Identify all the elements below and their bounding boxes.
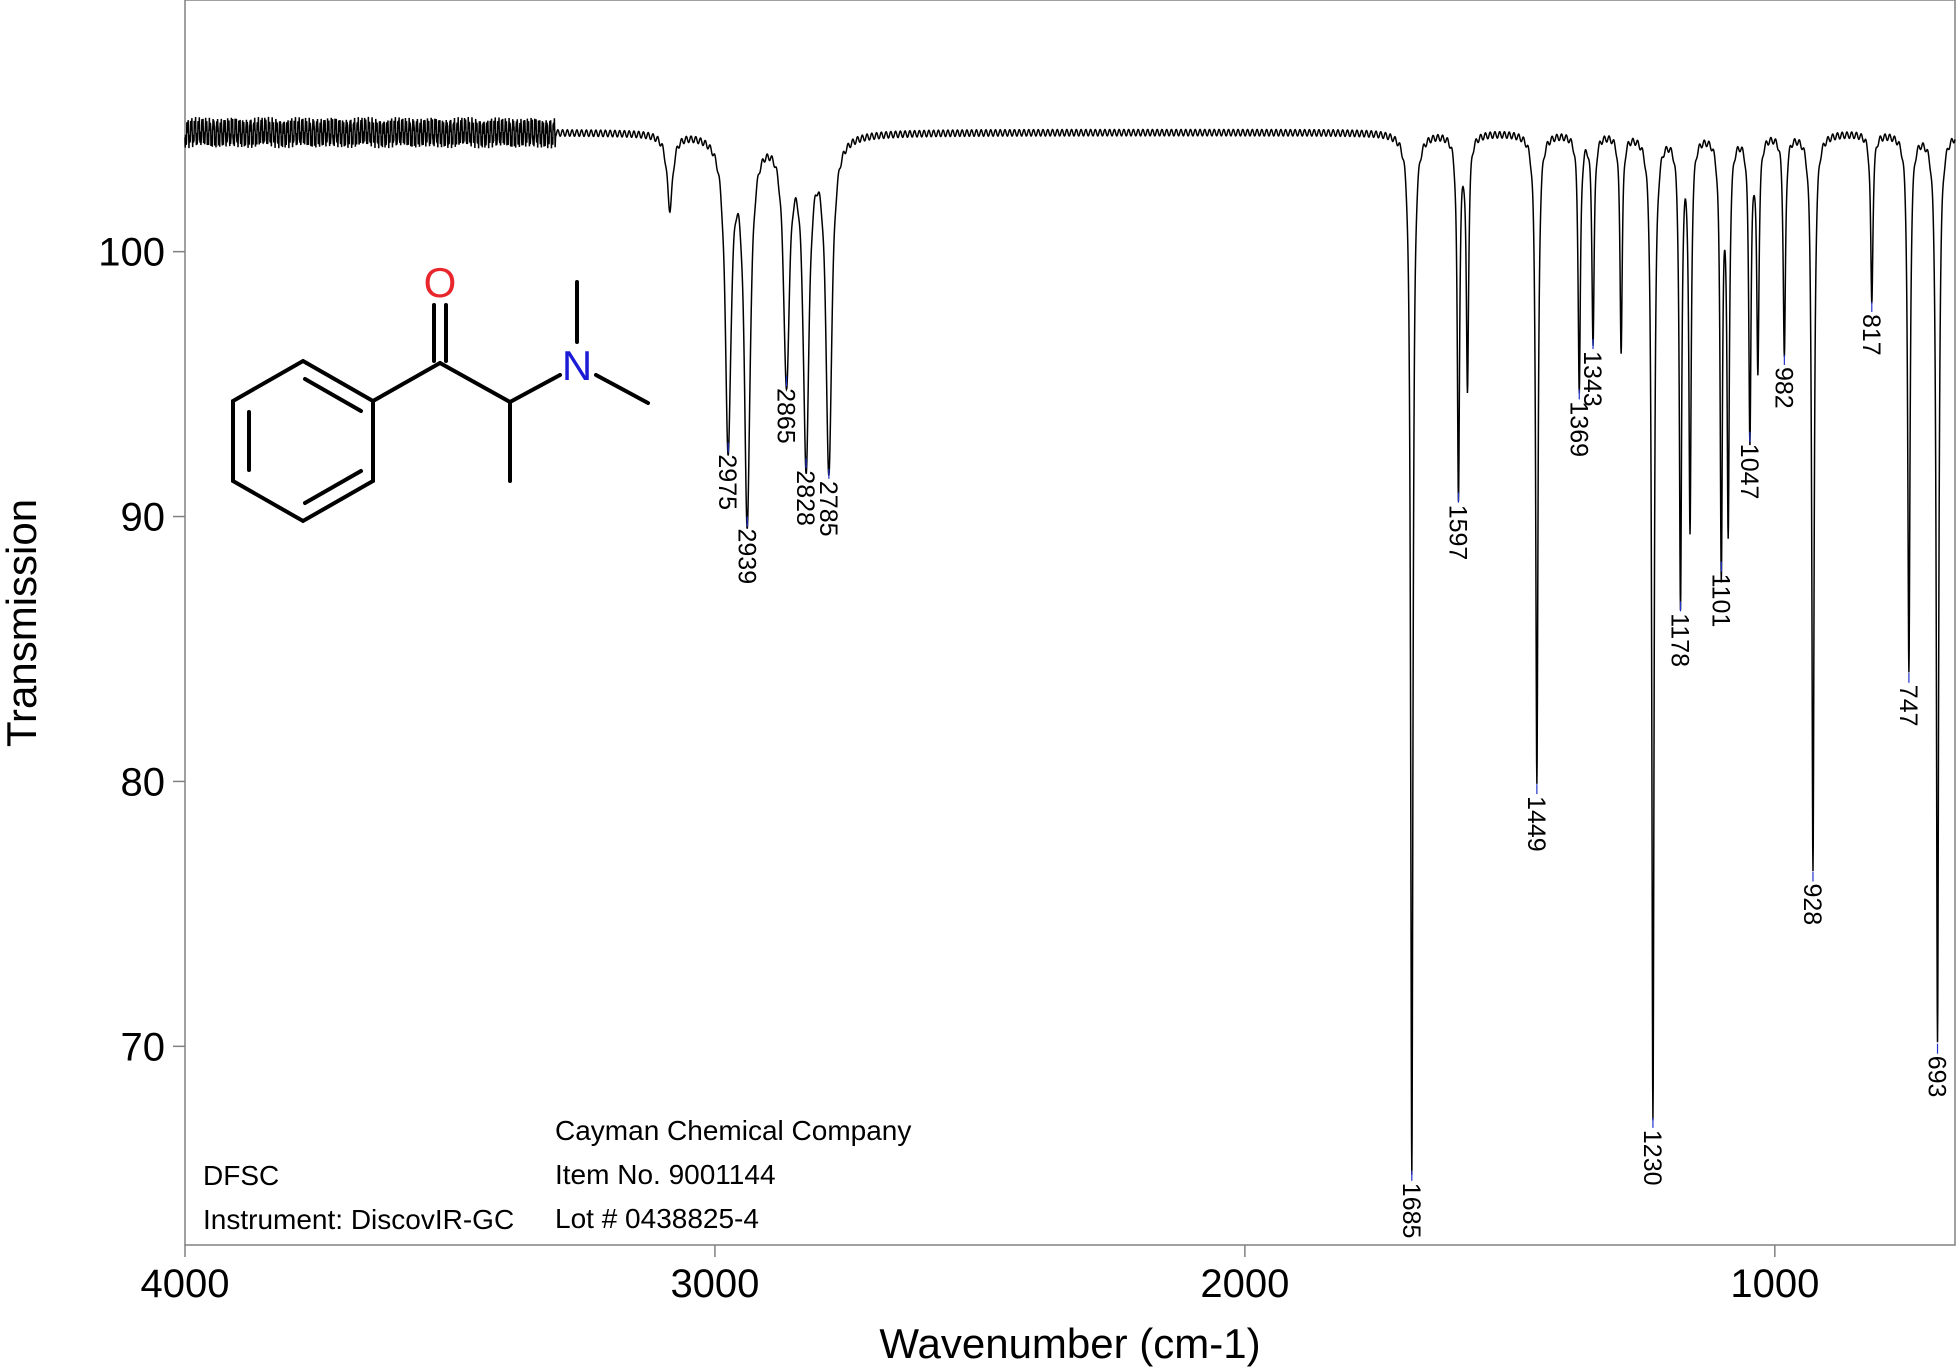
peak-label: 1597 [1443,505,1471,561]
peak-label: 1101 [1706,574,1734,628]
peak-label: 1449 [1522,796,1550,852]
y-axis: 70 80 90 100 [98,231,185,1069]
info-lot: Lot # 0438825-4 [555,1203,759,1234]
peak-label: 2785 [814,481,842,537]
peak-label: 982 [1769,367,1797,409]
atom-oxygen: O [424,259,457,306]
peak-label: 1343 [1578,351,1606,407]
peak-label: 2865 [772,388,800,444]
peak-label: 817 [1857,314,1885,356]
peak-label: 2939 [732,529,760,585]
peak-label: 1685 [1397,1183,1425,1239]
y-tick-label: 100 [98,231,165,275]
peak-label: 747 [1894,685,1922,727]
bond-nitrogen-methyl-right [594,373,650,405]
plot-frame [184,0,1956,1246]
x-tick-label: 1000 [1730,1262,1819,1306]
peak-label: 2975 [713,454,741,510]
x-tick-label: 3000 [670,1262,759,1306]
ring-double-bond-2 [303,469,363,505]
spectrum-line [184,116,1956,1175]
peak-label: 928 [1798,884,1826,926]
peak-label: 1230 [1638,1130,1666,1186]
peak-label: 2828 [791,470,819,526]
atom-nitrogen: N [562,342,592,389]
bond-alpha-nitrogen [508,373,562,404]
bond-ring-carbonyl [371,361,442,403]
info-dfsc: DFSC [203,1160,279,1191]
peak-label: 1178 [1666,613,1694,667]
y-tick-label: 80 [121,760,166,804]
y-tick-label: 90 [121,496,166,540]
benzene-ring [231,358,375,524]
spectrum-series [184,116,1956,1175]
peak-label: 1047 [1735,444,1763,500]
y-axis-title: Transmission [0,499,45,747]
info-item-no: Item No. 9001144 [555,1159,776,1190]
x-tick-label: 4000 [141,1262,230,1306]
bond-carbonyl-alpha [438,361,512,404]
peak-label: 1369 [1564,401,1592,457]
x-tick-label: 2000 [1200,1262,1289,1306]
x-axis-title: Wavenumber (cm-1) [879,1320,1260,1367]
info-company: Cayman Chemical Company [555,1115,911,1146]
ring-double-bond-1 [303,377,363,413]
y-tick-label: 70 [121,1025,166,1069]
x-axis: 4000 3000 2000 1000 [141,1245,1819,1306]
molecule-structure [231,280,650,524]
info-instrument: Instrument: DiscovIR-GC [203,1204,514,1235]
peak-label: 693 [1923,1056,1951,1098]
